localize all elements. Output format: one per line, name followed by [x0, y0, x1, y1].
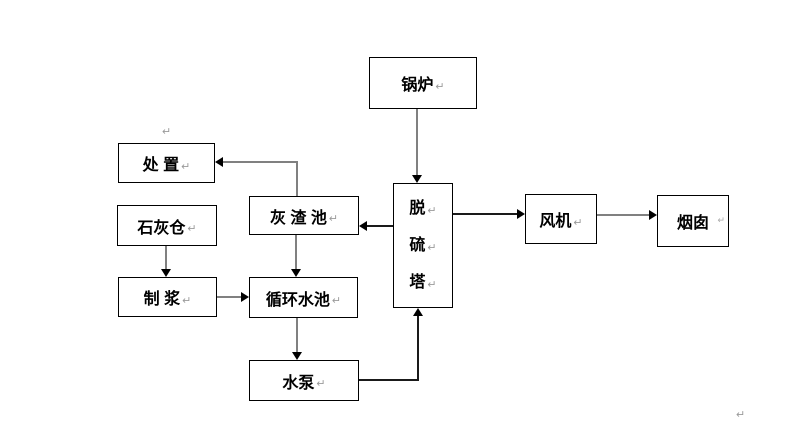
edge-fan-chimney-line: [597, 214, 649, 216]
node-fan: 风机 ↵: [525, 194, 597, 244]
return-mark-icon: ↵: [331, 295, 342, 307]
edge-circ-pump-line: [296, 318, 298, 353]
node-chimney-label: 烟囱: [676, 215, 709, 232]
arrowhead-right-icon: [517, 209, 525, 219]
arrowhead-left-icon: [215, 157, 223, 167]
node-boiler: 锅炉 ↵: [369, 57, 477, 109]
tower-line: 硫 ↵: [409, 236, 437, 254]
return-mark-icon: ↵: [328, 213, 339, 225]
tower-char: 硫: [409, 236, 426, 254]
arrowhead-down-icon: [292, 352, 302, 360]
tower-char: 塔: [409, 273, 426, 291]
arrowhead-up-icon: [413, 308, 423, 316]
return-mark-icon: ↵: [736, 409, 746, 421]
node-fan-label: 风机: [539, 213, 572, 230]
node-lime-silo: 石灰仓 ↵: [117, 205, 217, 246]
arrowhead-down-icon: [291, 269, 301, 277]
return-mark-icon: ↵: [427, 205, 437, 217]
edge-ashpool-circ-line: [295, 235, 297, 270]
node-chimney: 烟囱 ↵: [657, 195, 729, 247]
tower-char: 脱: [409, 199, 426, 217]
edge-tower-fan-line: [453, 213, 517, 215]
node-disposal-label: 处 置: [142, 157, 180, 174]
node-ash-pool-label: 灰 渣 池: [269, 209, 327, 227]
edge-boiler-tower-line: [416, 109, 418, 176]
edge-ashpool-disposal-vline: [296, 162, 298, 196]
node-ash-pool: 灰 渣 池 ↵: [249, 196, 359, 235]
return-mark-icon: ↵: [427, 242, 437, 254]
tower-line: 塔 ↵: [409, 273, 437, 291]
edge-lime-pulping-line: [165, 246, 167, 270]
edge-ashpool-disposal-hline: [223, 161, 298, 163]
node-water-pump-label: 水泵: [282, 374, 315, 392]
return-mark-icon: ↵: [182, 294, 192, 307]
return-mark-icon: ↵: [181, 160, 191, 173]
node-pulping: 制 浆 ↵: [118, 277, 217, 317]
node-pulping-label: 制 浆: [143, 291, 181, 308]
return-mark-icon: ↵: [435, 80, 445, 93]
arrowhead-right-icon: [241, 292, 249, 302]
return-mark-icon: ↵: [187, 223, 197, 235]
return-mark-icon: ↵: [427, 279, 437, 291]
node-boiler-label: 锅炉: [401, 77, 434, 94]
edge-pump-tower-vline: [417, 315, 419, 381]
node-circulating-pool: 循环水池 ↵: [249, 277, 358, 318]
arrowhead-down-icon: [412, 175, 422, 183]
edge-pump-tower-hline: [359, 379, 419, 381]
return-mark-icon: ↵: [573, 216, 583, 229]
node-disposal: 处 置 ↵: [118, 143, 215, 183]
edge-pulping-circ-line: [217, 296, 241, 298]
node-desulfurization-tower: 脱 ↵ 硫 ↵ 塔 ↵: [393, 183, 453, 308]
node-lime-silo-label: 石灰仓: [137, 219, 186, 237]
tower-line: 脱 ↵: [409, 199, 437, 217]
arrowhead-left-icon: [359, 221, 367, 231]
return-mark-icon: ↵: [316, 378, 326, 390]
node-water-pump: 水泵 ↵: [249, 360, 359, 401]
return-mark-icon: ↵: [717, 215, 725, 225]
arrowhead-right-icon: [649, 210, 657, 220]
return-mark-icon: ↵: [162, 126, 172, 138]
arrowhead-down-icon: [161, 269, 171, 277]
node-circulating-pool-label: 循环水池: [265, 291, 330, 309]
edge-tower-ashpool-line: [367, 225, 393, 227]
